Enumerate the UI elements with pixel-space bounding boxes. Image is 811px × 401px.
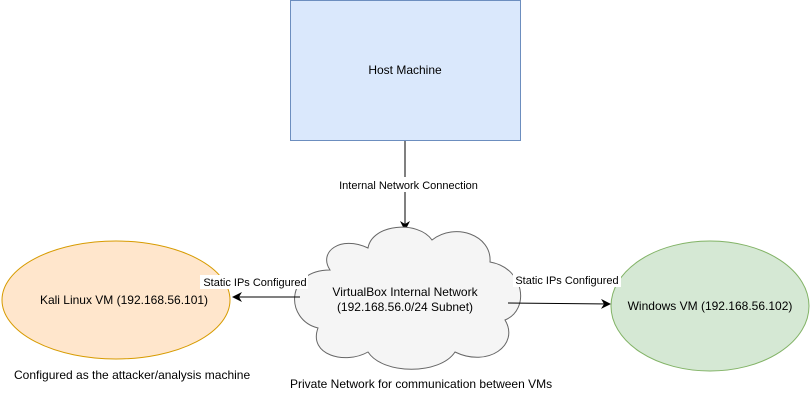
host-machine-label: Host Machine xyxy=(368,63,442,77)
kali-linux-vm-label: Kali Linux VM (192.168.56.101) xyxy=(40,293,208,307)
edge-host-to-network-label: Internal Network Connection xyxy=(339,180,478,192)
edge-network-to-kali: Static IPs Configured xyxy=(200,275,308,302)
edge-windows-label-bg xyxy=(513,273,621,287)
host-machine-box xyxy=(290,0,521,141)
network-subnet-label: (192.168.56.0/24 Subnet) xyxy=(337,300,473,314)
cloud-shape xyxy=(294,226,521,370)
network-name-label: VirtualBox Internal Network xyxy=(332,285,478,299)
kali-role-note: Configured as the attacker/analysis mach… xyxy=(14,368,250,382)
edge-kali-label-bg xyxy=(200,275,308,289)
windows-vm-ellipse xyxy=(610,240,810,372)
edge-network-to-windows-line xyxy=(507,298,611,309)
network-purpose-note: Private Network for communication betwee… xyxy=(290,377,552,391)
edge-network-to-windows: Static IPs Configured xyxy=(507,273,621,309)
kali-linux-vm-ellipse xyxy=(1,240,231,360)
edge-host-to-network: Internal Network Connection xyxy=(337,141,480,231)
internal-network-cloud-node[interactable]: VirtualBox Internal Network (192.168.56.… xyxy=(294,226,521,370)
windows-vm-label: Windows VM (192.168.56.102) xyxy=(628,299,793,313)
windows-vm-node[interactable]: Windows VM (192.168.56.102) xyxy=(610,240,810,372)
edge-network-to-windows-label: Static IPs Configured xyxy=(515,275,618,287)
host-machine-node[interactable]: Host Machine xyxy=(290,0,521,141)
edge-host-label-bg xyxy=(337,177,480,192)
edge-network-to-kali-label: Static IPs Configured xyxy=(203,277,306,289)
kali-linux-vm-node[interactable]: Kali Linux VM (192.168.56.101) xyxy=(1,240,231,360)
